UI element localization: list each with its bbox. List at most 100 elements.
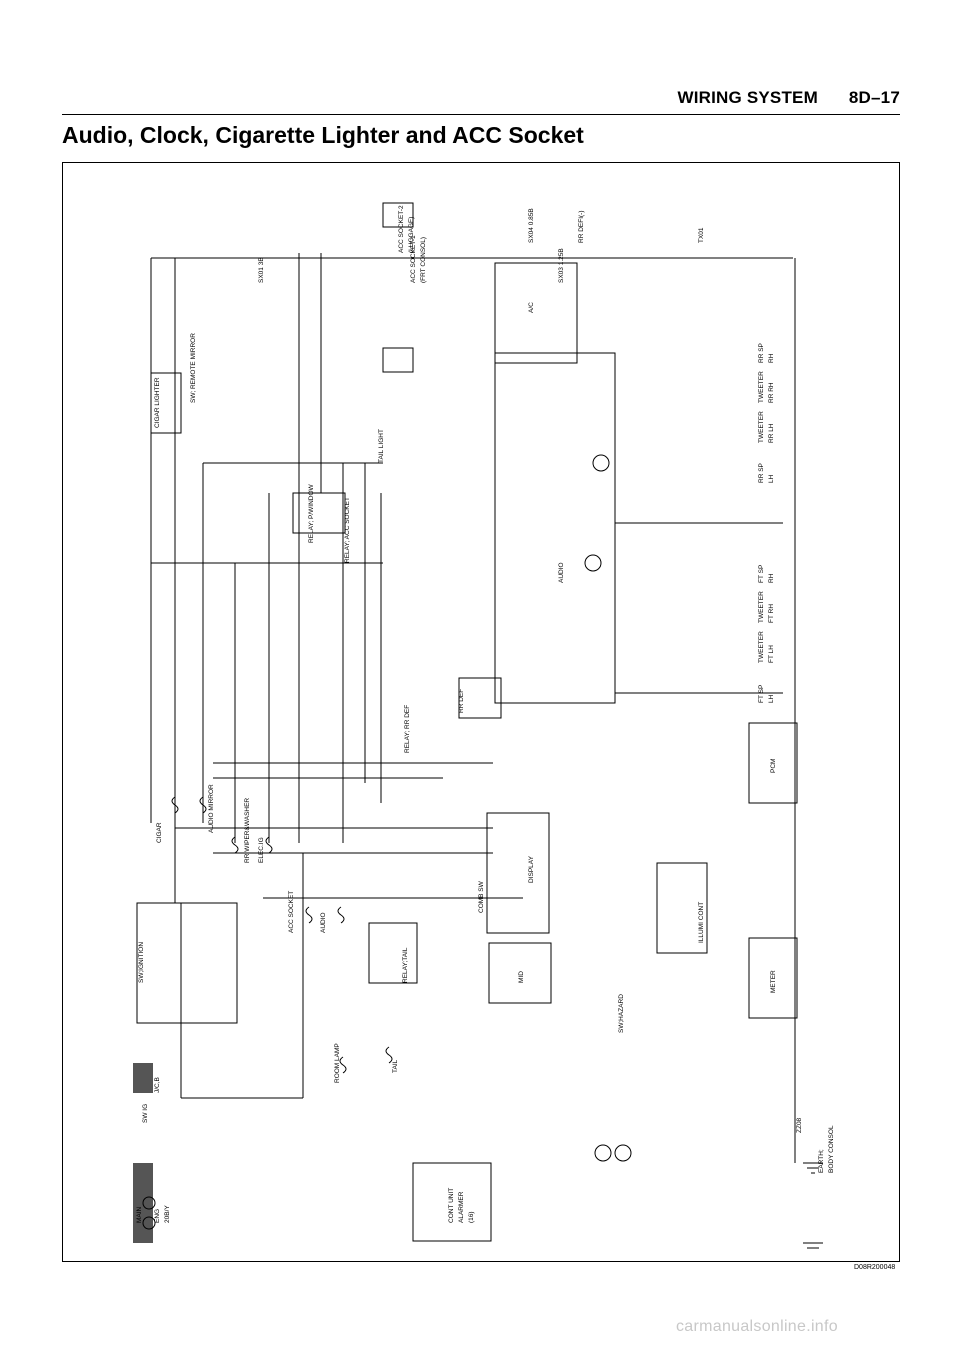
speaker-1-side: LH — [768, 694, 775, 703]
label-earth: EARTH; — [818, 1149, 825, 1173]
label-acc-socket1: ACC SOCKET-1 — [410, 235, 417, 283]
label-cont-unit-pin: (16) — [468, 1211, 475, 1223]
speaker-8-name: RR SP — [758, 343, 765, 363]
display-box — [486, 812, 550, 934]
speaker-labels: FT SP LH TWEETER FT LH TWEETER FT RH FT … — [758, 343, 775, 703]
label-cont-unit: CONT UNIT — [448, 1188, 455, 1223]
fuse-elec-ig — [265, 836, 273, 854]
acc-socket2-box — [382, 202, 414, 228]
speaker-7-name: TWEETER — [758, 371, 765, 403]
sw-ig-fuse-block — [133, 1063, 153, 1093]
speaker-3-side: FT RH — [768, 604, 775, 623]
battery-minus — [142, 1196, 156, 1210]
label-tail-light: TAIL LIGHT — [378, 429, 385, 463]
label-relay-rr-def: RELAY; RR DEF — [404, 705, 411, 753]
meter-box — [748, 937, 798, 1019]
fuse-room-lamp — [339, 1056, 347, 1074]
label-mid: MID — [518, 971, 525, 983]
label-audio-mirror-fuse: AUDIO MIRROR — [208, 784, 215, 833]
rr-def-box — [458, 677, 502, 719]
cigar-lighter-box — [150, 372, 182, 434]
cont-unit-box — [412, 1162, 492, 1242]
ac-unit-box — [494, 262, 578, 364]
fuse-tail — [385, 1046, 393, 1064]
label-relay-acc: RELAY; ACC SOCKET — [344, 497, 351, 563]
label-ac: A/C — [528, 302, 535, 313]
label-sw-ig-fuse: SW IG — [142, 1104, 149, 1123]
label-zz08: ZZ08 — [796, 1117, 803, 1133]
label-earth-loc: BODY CONSOL — [828, 1125, 835, 1173]
speakers — [615, 522, 783, 694]
label-jcb: J/C,B — [154, 1077, 161, 1093]
label-relay-pwindow: RELAY; P/WINDOW — [308, 483, 315, 543]
page-header: WIRING SYSTEM 8D–17 — [677, 88, 900, 108]
illumi-box — [656, 862, 708, 954]
label-eng: ENG — [154, 1209, 161, 1223]
label-display: DISPLAY — [528, 855, 535, 883]
fuse-audio-mirror — [199, 796, 207, 814]
mid-box — [488, 942, 552, 1004]
label-rr-wiper-fuse: RR WIPER&WASHER — [244, 798, 251, 863]
speaker-3-name: TWEETER — [758, 591, 765, 623]
label-alarmer: ALARMER — [458, 1191, 465, 1223]
speaker-4-side: RH — [768, 573, 775, 583]
label-acc-socket2: ACC SOCKET-2 — [398, 205, 405, 253]
fuse-acc-socket — [305, 906, 313, 924]
label-sx04: SX04 0.85B — [528, 208, 535, 243]
label-cigar-lighter: CIGAR LIGHTER — [154, 377, 161, 428]
label-illumi-cont: ILLUMI CONT — [698, 902, 705, 943]
label-sx01: SX01 3B — [258, 257, 265, 283]
ground-symbols — [803, 1162, 823, 1249]
speaker-5-side: LH — [768, 474, 775, 483]
connector-a-bottom — [594, 1144, 612, 1162]
label-sw-remote-mirror: SW; REMOTE MIRROR — [190, 333, 197, 403]
speaker-8-side: RH — [768, 353, 775, 363]
fuse-audio — [337, 906, 345, 924]
wiring-diagram-svg: ENG 20B/Y MAIN SW IG J/C,B SW;IGNITION C… — [133, 202, 835, 1249]
relay-acc-box — [292, 492, 346, 534]
speaker-1-name: FT SP — [758, 685, 765, 703]
label-sw-ignition: SW;IGNITION — [138, 942, 145, 983]
fuse-rr-wiper — [231, 836, 239, 854]
connector-a-top — [592, 454, 610, 472]
header-rule — [62, 114, 900, 115]
audio-unit-box — [494, 352, 616, 704]
label-acc-socket-fuse: ACC SOCKET — [288, 891, 295, 933]
label-comb-sw: COMB SW — [478, 880, 485, 913]
label-acc-socket1-loc: (FRT CONSOL) — [420, 237, 427, 283]
pcm-box — [748, 722, 798, 804]
label-acc-socket2-loc: (LUGGAGE) — [408, 217, 415, 253]
label-elec-ig-fuse: ELEC.IG — [258, 837, 265, 863]
label-meter: METER — [770, 970, 777, 993]
page-title: Audio, Clock, Cigarette Lighter and ACC … — [62, 122, 584, 148]
relay-tail-box — [368, 922, 418, 984]
watermark-footer: carmanualsonline.info — [676, 1318, 838, 1335]
page-number: 8D–17 — [848, 88, 900, 107]
label-tx01: TX01 — [698, 227, 705, 243]
speaker-6-name: TWEETER — [758, 411, 765, 443]
label-cigar-fuse: CIGAR — [156, 822, 163, 843]
label-pcm: PCM — [770, 759, 777, 773]
label-batt-wire: 20B/Y — [164, 1205, 171, 1223]
label-sw-hazard: SW;HAZARD — [618, 994, 625, 1033]
acc-socket1-box — [382, 347, 414, 373]
label-sx03: SX03 1.25B — [558, 248, 565, 283]
label-audio: AUDIO — [558, 562, 565, 583]
label-rr-defi: RR DEFI(-) — [578, 211, 585, 244]
label-rr-def: RR DEF — [458, 689, 465, 713]
fuse-cigar — [171, 796, 179, 814]
battery-plus — [142, 1216, 156, 1230]
label-main: MAIN — [136, 1206, 143, 1223]
speaker-4-name: FT SP — [758, 565, 765, 583]
label-tail-fuse: TAIL — [392, 1059, 399, 1073]
speaker-2-name: TWEETER — [758, 631, 765, 663]
speaker-2-side: FT LH — [768, 645, 775, 663]
wiring-diagram: ENG 20B/Y MAIN SW IG J/C,B SW;IGNITION C… — [62, 162, 900, 1262]
rotated-labels: ENG 20B/Y MAIN SW IG J/C,B SW;IGNITION C… — [136, 205, 835, 1223]
speaker-5-name: RR SP — [758, 463, 765, 483]
speaker-7-side: RR RH — [768, 382, 775, 403]
label-audio-fuse: AUDIO — [320, 912, 327, 933]
figure-code: D08R200048 — [854, 1264, 896, 1271]
label-relay-tail: RELAY;TAIL — [402, 947, 409, 983]
connector-b-bottom — [614, 1144, 632, 1162]
